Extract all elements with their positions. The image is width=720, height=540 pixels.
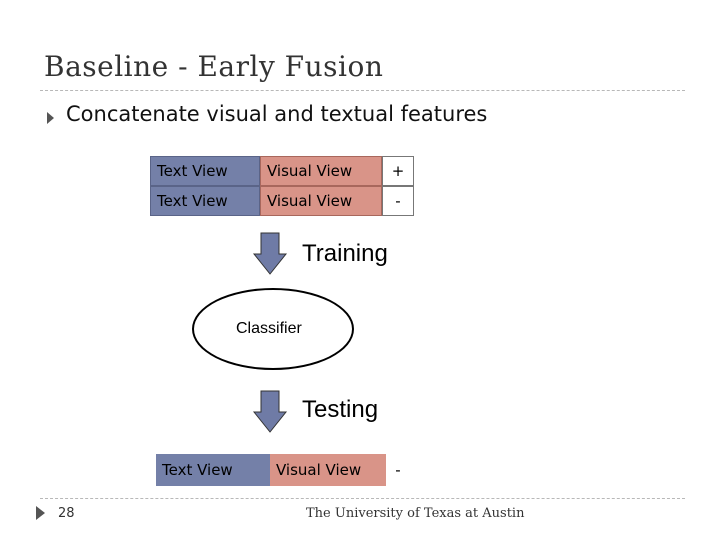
footer-arrow-icon [36, 506, 45, 520]
training-label: Training [302, 240, 388, 267]
classifier-label: Classifier [236, 320, 302, 337]
title-divider [40, 90, 685, 91]
label-cell: + [382, 156, 414, 186]
slide-title: Baseline - Early Fusion [44, 50, 384, 83]
footer-institution: The University of Texas at Austin [306, 506, 525, 521]
footer-divider [40, 498, 685, 499]
down-arrow-icon [252, 232, 288, 275]
classifier-ellipse [192, 288, 354, 370]
text-view-cell: Text View [156, 454, 270, 486]
label-cell: - [386, 454, 410, 486]
down-arrow-icon [252, 390, 288, 433]
testing-label: Testing [302, 396, 379, 423]
visual-view-cell: Visual View [260, 186, 382, 216]
text-view-cell: Text View [150, 156, 260, 186]
label-cell: - [382, 186, 414, 216]
visual-view-cell: Visual View [260, 156, 382, 186]
visual-view-cell: Visual View [270, 454, 386, 486]
page-number: 28 [58, 506, 75, 521]
bullet-arrow-icon [47, 112, 54, 124]
bullet-text: Concatenate visual and textual features [66, 102, 488, 126]
text-view-cell: Text View [150, 186, 260, 216]
